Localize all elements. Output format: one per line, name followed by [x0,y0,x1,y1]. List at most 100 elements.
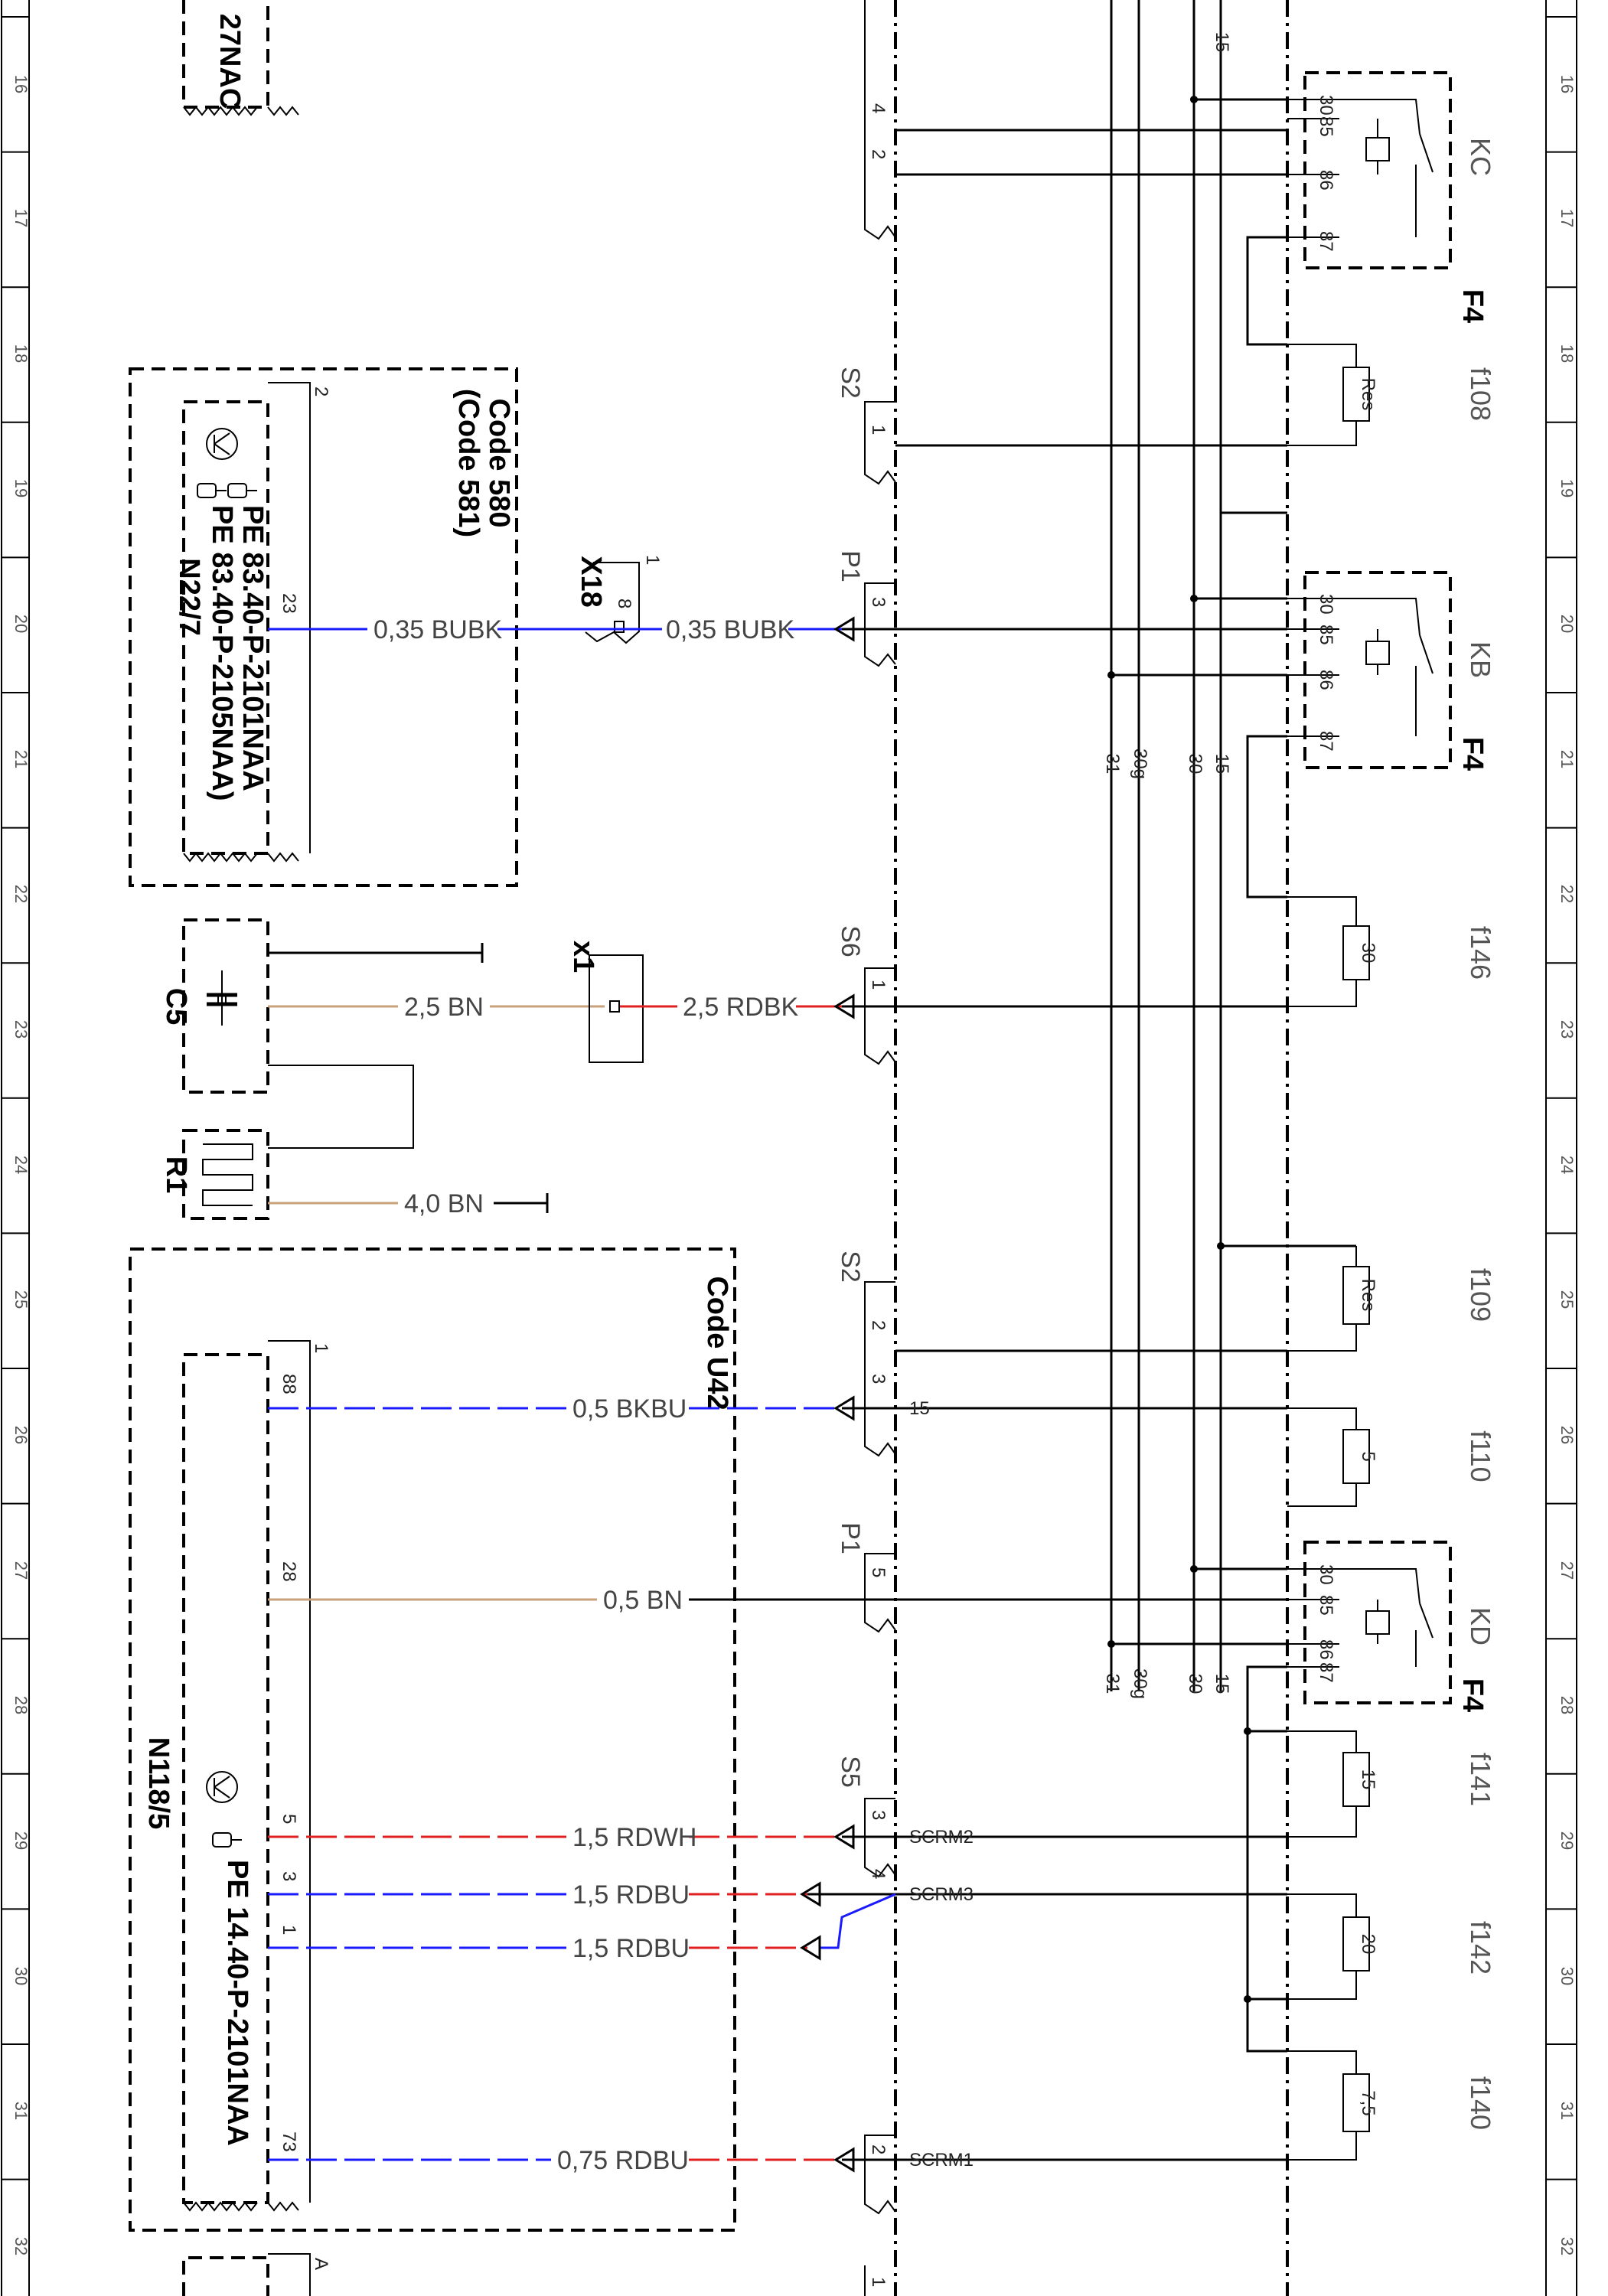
grid-num-27: 27 [1557,1561,1577,1580]
s5-pin-4: 4 [868,1869,889,1879]
bottom-conn-a: A [311,2258,331,2270]
wire-05bkbu-label: 0,5 BKBU [572,1394,687,1424]
module-27nac: 27NAC [182,0,299,116]
right-grid-strip [1545,0,1577,2296]
n118-pin-73: 73 [279,2131,299,2152]
bus-label-15-top: 15 [1212,32,1232,53]
r1-name: R1 [160,1156,192,1194]
bus-label-31-lower: 31 [1102,1674,1123,1694]
p1-mid-pin: 5 [868,1567,889,1577]
grid-num-16: 16 [1557,75,1577,93]
connector-x18: X18 1 8 [575,555,663,644]
relay-kb-name: KB [1465,641,1496,678]
s2-top-name: S2 [836,367,865,399]
grid-num-18: 18 [11,344,31,363]
n22-code-580: Code 580 [483,399,515,528]
grid-num-19: 19 [1557,479,1577,497]
bus-label-30: 30 [1185,754,1205,775]
x1-name: x1 [567,941,599,973]
wire-25rdbk: 2,5 RDBK [620,993,1287,1022]
grid-num-26: 26 [1557,1426,1577,1444]
connector-s6: S6 1 [836,925,896,1065]
relay-kd-name: KD [1465,1607,1496,1645]
wire-15rdbu-b-label: 1,5 RDBU [572,1934,690,1963]
x18-name: X18 [575,556,607,608]
fuse-f140-name: f140 [1465,2076,1496,2130]
fuse-f109: Res f109 [1217,1242,1496,1352]
grid-num-23: 23 [1557,1020,1577,1039]
grid-num-27: 27 [11,1561,31,1580]
fuse-f146: 30 f146 [1246,735,1496,1007]
wire-05bkbu: 0,5 BKBU [268,1394,895,1424]
signal-scrm3: SCRM3 [909,1884,974,1905]
p1-top-name: P1 [836,550,865,582]
grid-numbers-left: 16 17 18 19 20 21 22 23 24 25 26 27 28 2… [11,75,31,2255]
relay-kc-pin-30: 30 [1316,95,1336,116]
grid-num-18: 18 [1557,344,1577,363]
transistor-icon [206,1771,238,1803]
connector-p1-mid: P1 5 [836,1522,896,1633]
bus-label-31: 31 [1102,754,1123,775]
fuse-f140: 7,5 f140 [1287,2050,1496,2161]
module-n118-5: Code U42 1 88 28 5 3 1 73 N118/5 PE 14.4… [129,1247,736,2232]
signal-scrm1: SCRM1 [909,2150,974,2170]
relay-kc-name: KC [1465,138,1496,176]
module-n22-7: Code 580 (Code 581) 2 23 PE 83.40-P-2101… [129,367,518,887]
fuse-f110: 5 f110 15 [895,1398,1496,1507]
grid-num-32: 32 [11,2237,31,2255]
relay-kb-pin-86: 86 [1316,670,1336,690]
grid-num-25: 25 [11,1290,31,1309]
wire-40bn-label: 4,0 BN [404,1189,484,1218]
grid-numbers-right: 16 17 18 19 20 21 22 23 24 25 26 27 28 2… [1557,75,1577,2255]
grid-num-28: 28 [1557,1696,1577,1714]
signal-15: 15 [909,1398,930,1419]
relay-kd-pin-30: 30 [1316,1564,1336,1585]
n22-pe-1: PE 83.40-P-2101NAA [236,505,269,791]
relay-kb-pin-87: 87 [1316,731,1336,752]
relay-kc-pin-86: 86 [1316,170,1336,191]
grid-num-22: 22 [1557,885,1577,903]
wire-15rdbu-a: 1,5 RDBU SCRM3 [268,1880,1287,1910]
bus-label-15: 15 [1212,754,1232,775]
pointing-hand-icon [212,1832,242,1848]
grid-num-31: 31 [1557,2102,1577,2120]
grid-num-24: 24 [11,1156,31,1174]
fuse-f146-rating: 30 [1358,943,1378,964]
grid-num-30: 30 [1557,1967,1577,1985]
grid-num-16: 16 [11,75,31,93]
bus-label-30g: 30g [1130,748,1150,779]
transistor-icon [206,428,238,460]
c5-name: C5 [160,988,192,1026]
grid-num-21: 21 [1557,750,1577,768]
x18-pin-8: 8 [614,598,634,608]
grid-num-26: 26 [11,1426,31,1444]
grid-num-28: 28 [11,1696,31,1714]
n118-pin-1b: 1 [279,1925,299,1935]
fuse-f108-name: f108 [1465,367,1496,421]
grid-num-32: 32 [1557,2237,1577,2255]
s5-pin-3: 3 [868,1810,889,1820]
relay-kc-pin-87: 87 [1316,231,1336,252]
relay-kd: 30 85 86 87 KD F4 [1107,1541,1496,1712]
wire-bubk-left-label: 0,35 BUBK [373,615,503,644]
bus-label-30-lower: 30 [1185,1674,1205,1694]
fuse-f109-rating: Res [1358,1279,1378,1312]
bus-label-30g-lower: 30g [1130,1668,1150,1699]
s2-mid-pin-3: 3 [868,1374,889,1384]
grid-num-29: 29 [11,1831,31,1850]
grid-num-29: 29 [1557,1831,1577,1850]
relay-kd-group: F4 [1456,1678,1489,1712]
relay-kc-pin-85: 85 [1316,116,1336,137]
connector-s2-mid: S2 2 3 [836,1251,1287,1457]
grid-num-20: 20 [1557,615,1577,633]
wire-15rdbu-a-label: 1,5 RDBU [572,1880,690,1910]
left-grid-strip [1,0,30,2296]
wire-25rdbk-label: 2,5 RDBK [683,993,798,1022]
p1-top-pin: 3 [868,597,889,607]
fuse-f110-name: f110 [1465,1430,1496,1482]
fuse-f141-name: f141 [1465,1753,1496,1806]
top-pin-4: 4 [868,103,889,113]
wire-25bn-label: 2,5 BN [404,993,484,1022]
signal-scrm2: SCRM2 [909,1827,974,1848]
grid-num-22: 22 [11,885,31,903]
